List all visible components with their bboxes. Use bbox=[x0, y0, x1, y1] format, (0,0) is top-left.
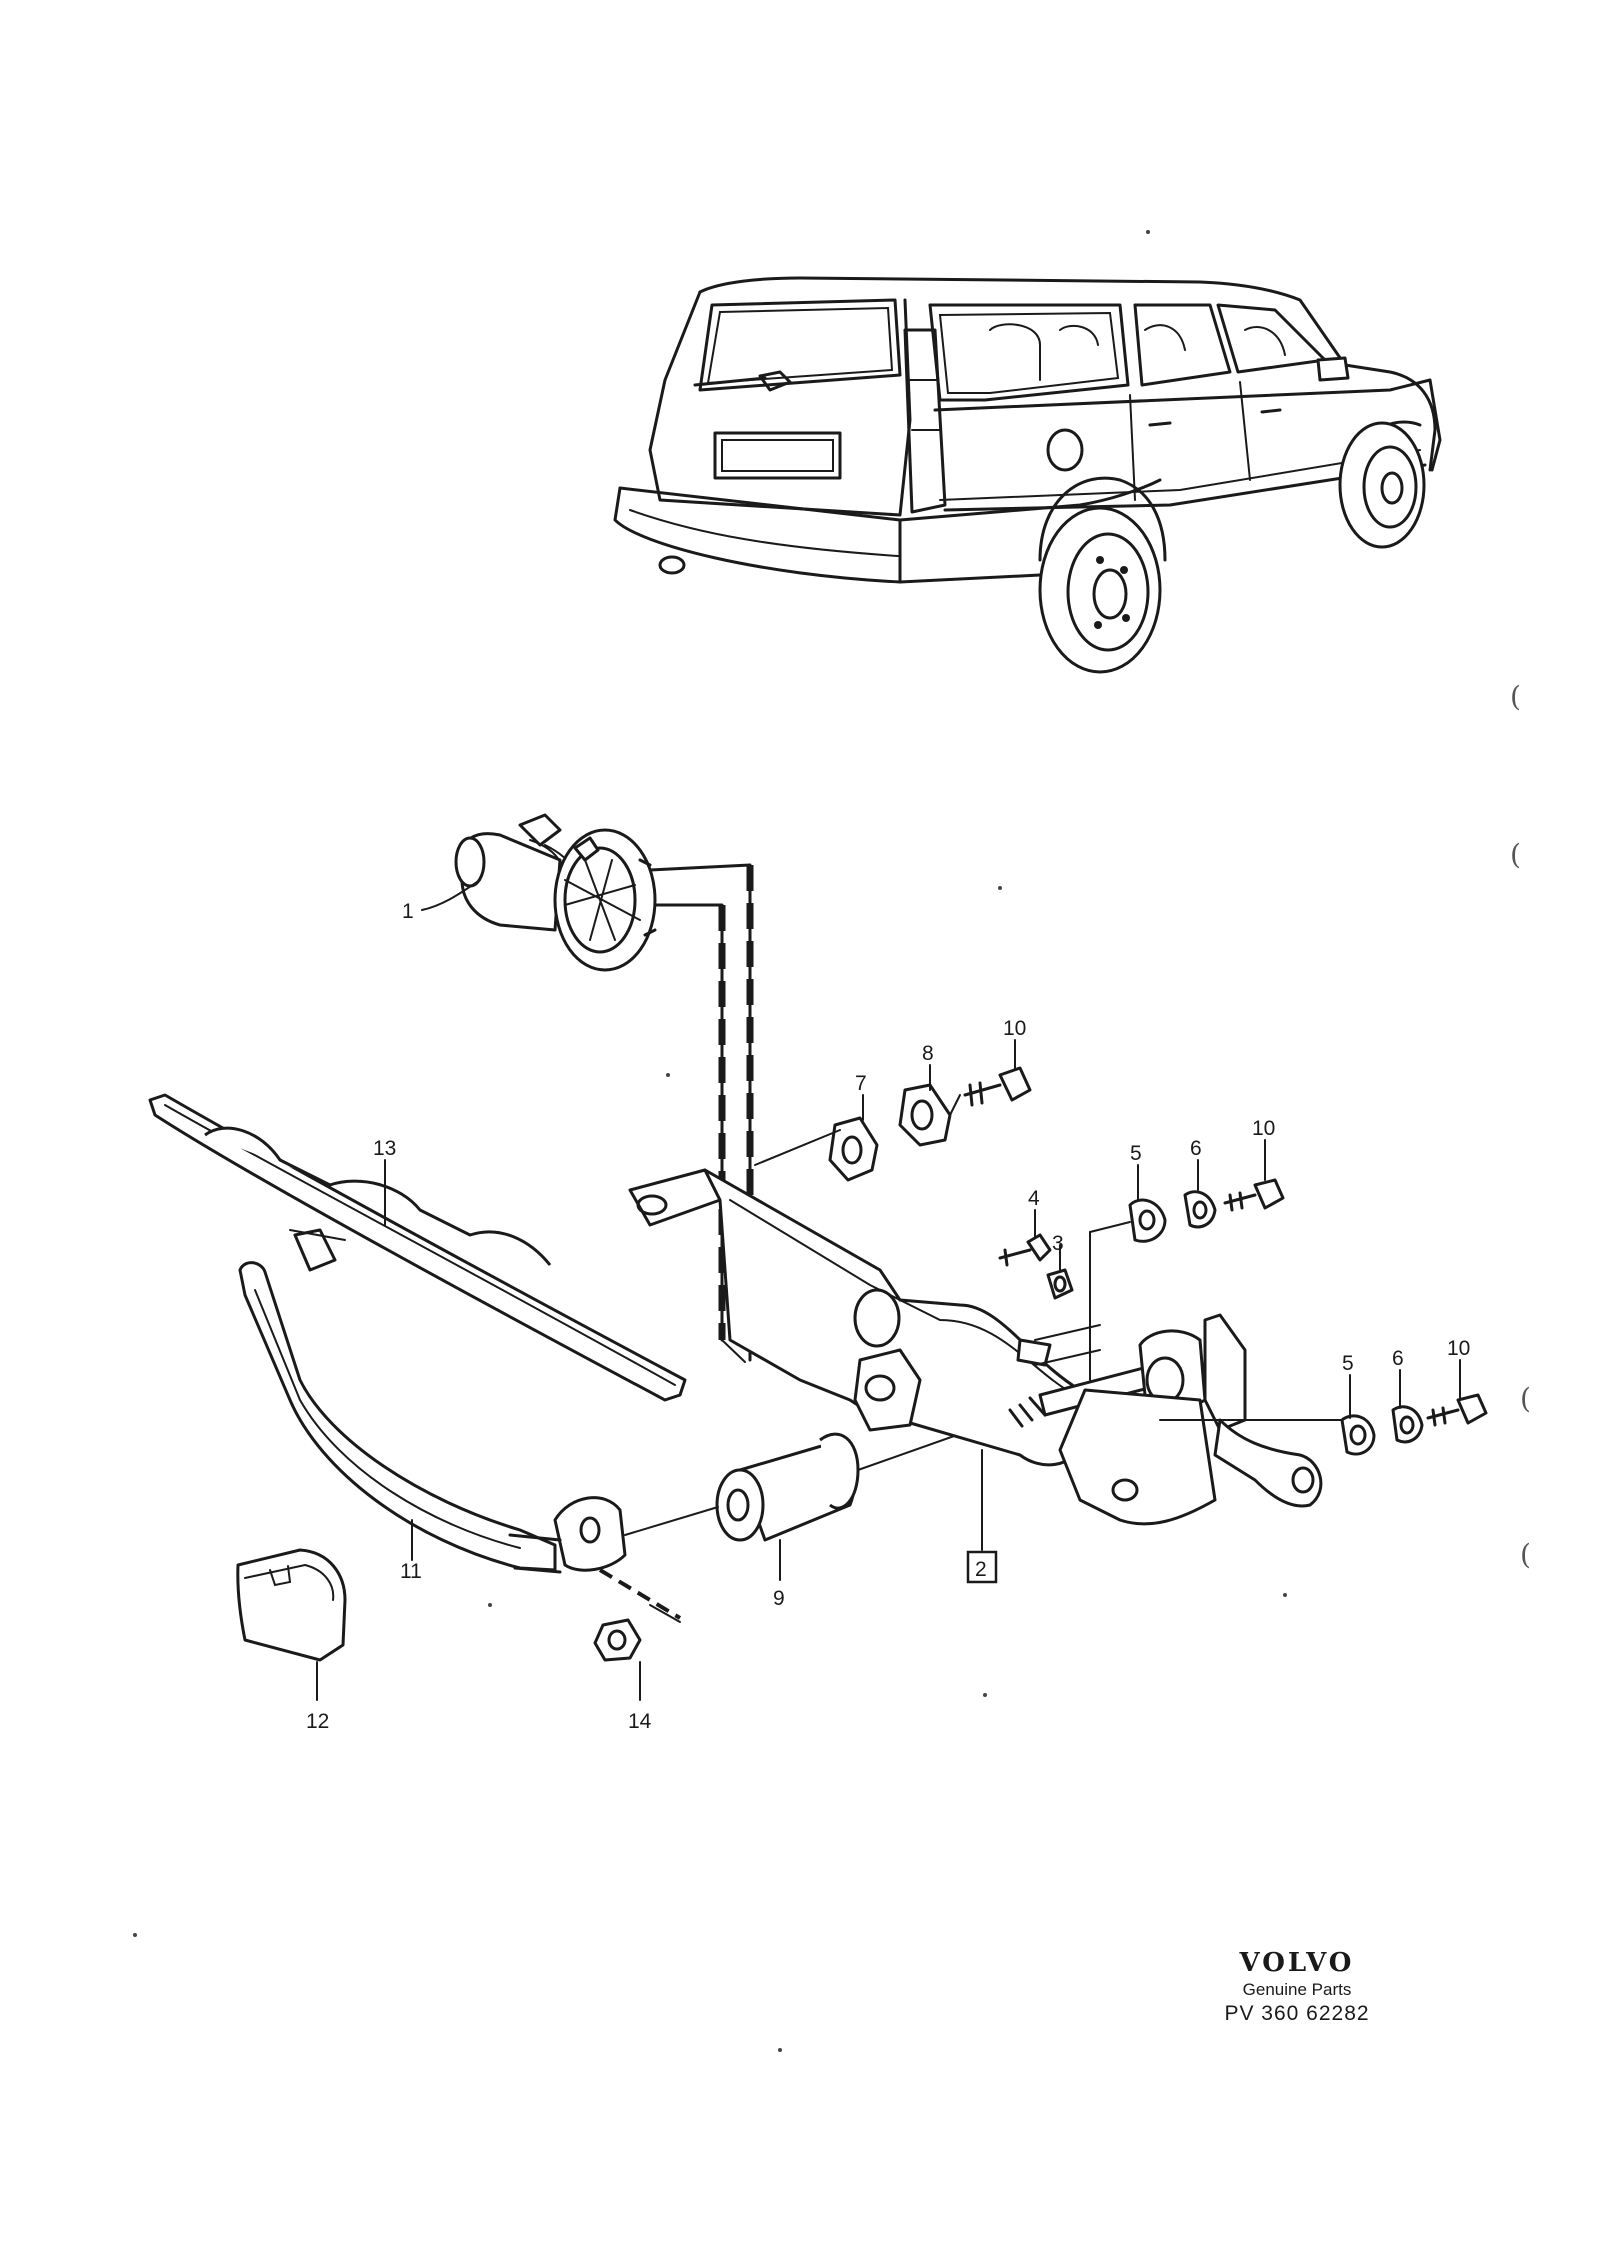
callout-labels: 1 2 3 4 5 5 6 6 7 8 9 10 10 10 11 12 13 … bbox=[306, 900, 1470, 1733]
callout-4: 4 bbox=[1028, 1187, 1040, 1210]
callout-10-top: 10 bbox=[1003, 1017, 1026, 1040]
volvo-logo: VOLVO bbox=[1239, 1948, 1355, 1978]
margin-mark: ( bbox=[1520, 1538, 1531, 1571]
callout-1: 1 bbox=[402, 900, 414, 923]
callout-6-lower: 6 bbox=[1392, 1347, 1404, 1370]
car-illustration bbox=[613, 276, 1442, 674]
scan-specks bbox=[133, 230, 1287, 2052]
callout-12: 12 bbox=[306, 1710, 329, 1733]
callout-6-upper: 6 bbox=[1190, 1137, 1202, 1160]
margin-mark: ( bbox=[1510, 680, 1521, 713]
wiper-blade bbox=[148, 1093, 687, 1402]
callout-7: 7 bbox=[855, 1072, 867, 1095]
fasteners-lower bbox=[1340, 1359, 1488, 1456]
margin-mark: ( bbox=[1510, 838, 1521, 871]
callout-10-lower: 10 bbox=[1447, 1337, 1470, 1360]
fasteners-middle bbox=[998, 1139, 1285, 1381]
callout-leaders bbox=[384, 879, 481, 1561]
callout-2: 2 bbox=[975, 1558, 987, 1581]
callout-11: 11 bbox=[400, 1560, 422, 1583]
callout-3: 3 bbox=[1052, 1232, 1064, 1255]
diagram-code: PV 360 62282 bbox=[1224, 2002, 1370, 2025]
callout-5-upper: 5 bbox=[1130, 1142, 1142, 1165]
arm-cover bbox=[236, 1548, 347, 1701]
callout-9: 9 bbox=[773, 1587, 785, 1610]
callout-5-lower: 5 bbox=[1342, 1352, 1354, 1375]
callout-14: 14 bbox=[628, 1710, 652, 1733]
brand-subtitle: Genuine Parts bbox=[1242, 1980, 1352, 1999]
callout-10-middle: 10 bbox=[1252, 1117, 1275, 1140]
callout-8: 8 bbox=[922, 1042, 934, 1065]
part-2-box bbox=[966, 1550, 998, 1584]
fasteners-upper bbox=[754, 1039, 1032, 1182]
wiper-bracket bbox=[628, 1168, 1346, 1551]
margin-mark: ( bbox=[1520, 1382, 1531, 1415]
bushing bbox=[624, 1417, 1006, 1581]
callout-13: 13 bbox=[373, 1137, 396, 1160]
wiper-arm bbox=[238, 1261, 627, 1574]
arm-nut bbox=[593, 1568, 682, 1701]
wiper-motor bbox=[454, 813, 657, 972]
brand-block: VOLVO Genuine Parts PV 360 62282 bbox=[1212, 1948, 1382, 2026]
